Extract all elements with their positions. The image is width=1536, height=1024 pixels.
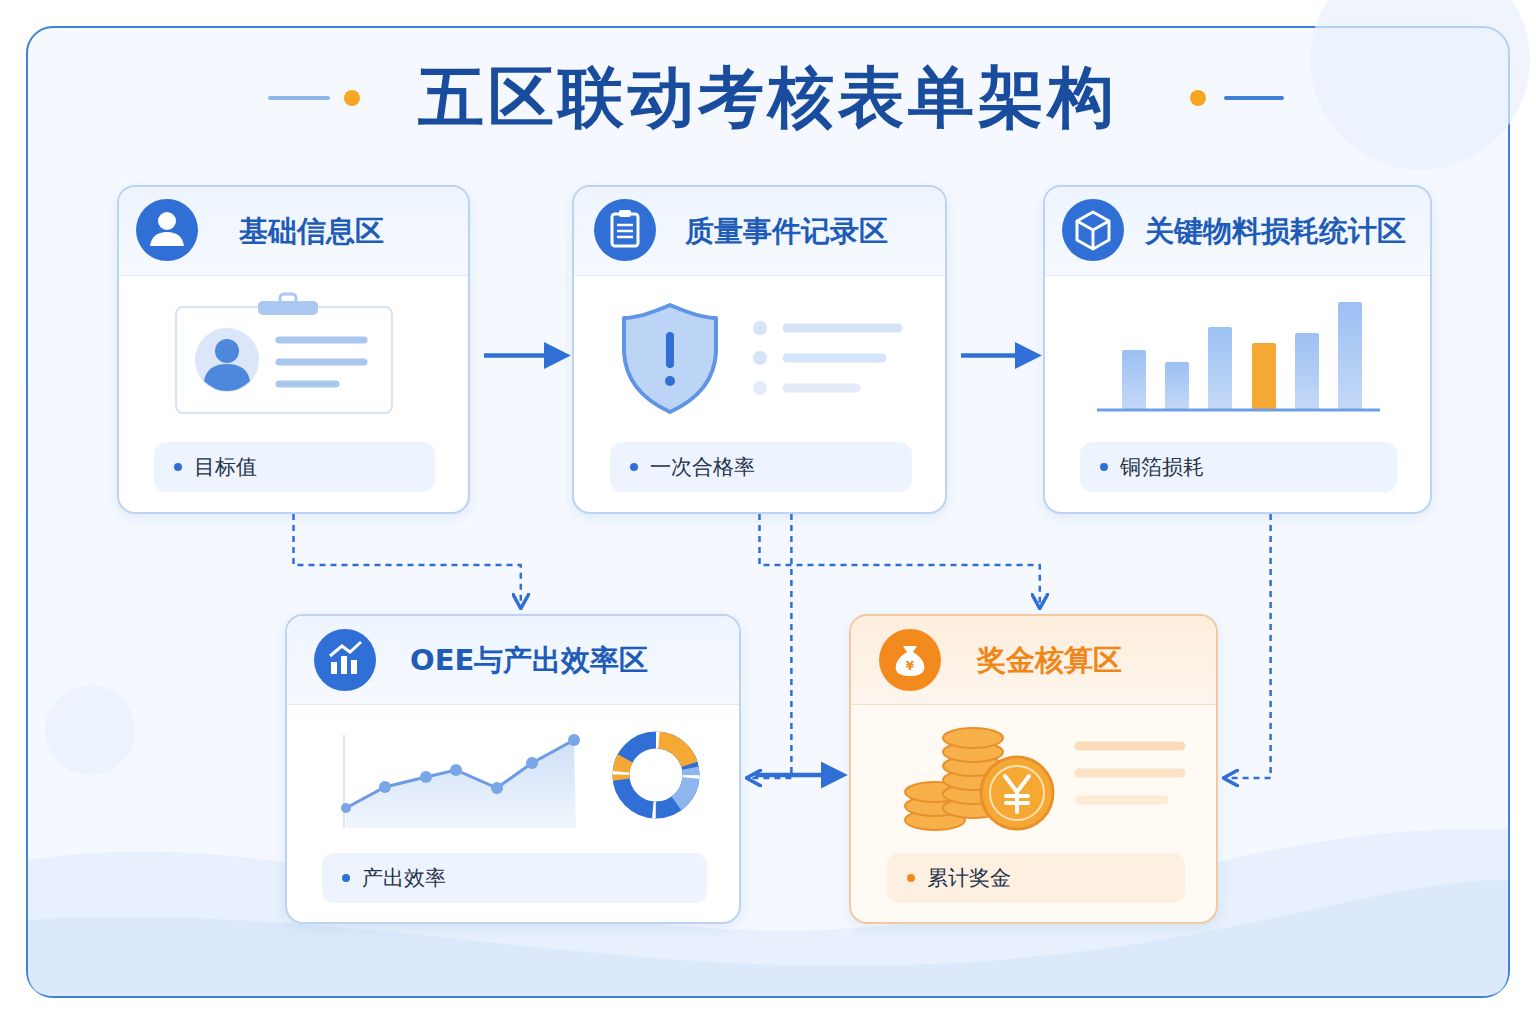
zone-header: 质量事件记录区	[574, 187, 945, 276]
metric-label: 一次合格率	[650, 453, 755, 481]
zone-box: 质量事件记录区一次合格率	[572, 185, 947, 514]
moneybag-icon: ¥	[879, 629, 941, 691]
flow-arrow	[755, 773, 837, 778]
zone-header: 基础信息区	[119, 187, 468, 276]
zone-title: 基础信息区	[239, 213, 384, 249]
cube-icon	[1062, 199, 1124, 261]
zone-box: OEE与产出效率区产出效率	[285, 614, 741, 924]
title-deco-line	[1226, 96, 1282, 100]
zone-title: OEE与产出效率区	[410, 642, 648, 678]
metric-label: 目标值	[194, 453, 257, 481]
donut-illustration	[621, 740, 691, 810]
deco-circle	[45, 685, 135, 775]
title-deco-dot	[344, 90, 360, 106]
zone-header: OEE与产出效率区	[287, 616, 739, 705]
svg-text:¥: ¥	[906, 659, 915, 673]
zone-box: 奖金核算区累计奖金	[849, 614, 1218, 924]
metric-label: 铜箔损耗	[1120, 453, 1204, 481]
metric-pill: 一次合格率	[610, 442, 912, 492]
dashed-connector	[1227, 514, 1271, 778]
zone-box: 基础信息区目标值	[117, 185, 470, 514]
dashed-connector	[294, 514, 521, 605]
clipboard-icon	[594, 199, 656, 261]
metric-label: 累计奖金	[927, 864, 1011, 892]
id-card-illustration	[176, 294, 392, 413]
flow-arrow	[961, 353, 1031, 358]
metric-label: 产出效率	[362, 864, 446, 892]
bar-chart-illustration	[1097, 302, 1380, 410]
zone-title: 关键物料损耗统计区	[1145, 213, 1406, 249]
line-chart-illustration	[341, 734, 580, 828]
coins-illustration	[905, 728, 1181, 830]
zone-header: 关键物料损耗统计区	[1045, 187, 1430, 276]
flow-arrow	[484, 353, 560, 358]
dashed-connector	[760, 514, 1040, 605]
user-icon	[136, 199, 198, 261]
deco-wave	[28, 880, 1508, 996]
metric-pill: 目标值	[154, 442, 435, 492]
metric-pill: 铜箔损耗	[1080, 442, 1397, 492]
page-title: 五区联动考核表单架构	[0, 58, 1536, 138]
shield-illustration	[624, 305, 898, 412]
zone-title: 质量事件记录区	[685, 213, 888, 249]
deco-wave	[28, 829, 1508, 996]
metric-pill: 累计奖金	[887, 853, 1185, 903]
title-deco-dot	[1190, 90, 1206, 106]
deco-circle	[1310, 0, 1530, 170]
outer-frame	[27, 27, 1509, 997]
zone-box: 关键物料损耗统计区铜箔损耗	[1043, 185, 1432, 514]
dashed-connector	[750, 514, 791, 778]
metric-pill: 产出效率	[322, 853, 707, 903]
zone-header: 奖金核算区	[851, 616, 1216, 705]
title-deco-line	[270, 96, 328, 100]
chart-icon	[314, 629, 376, 691]
zone-title: 奖金核算区	[977, 642, 1122, 678]
